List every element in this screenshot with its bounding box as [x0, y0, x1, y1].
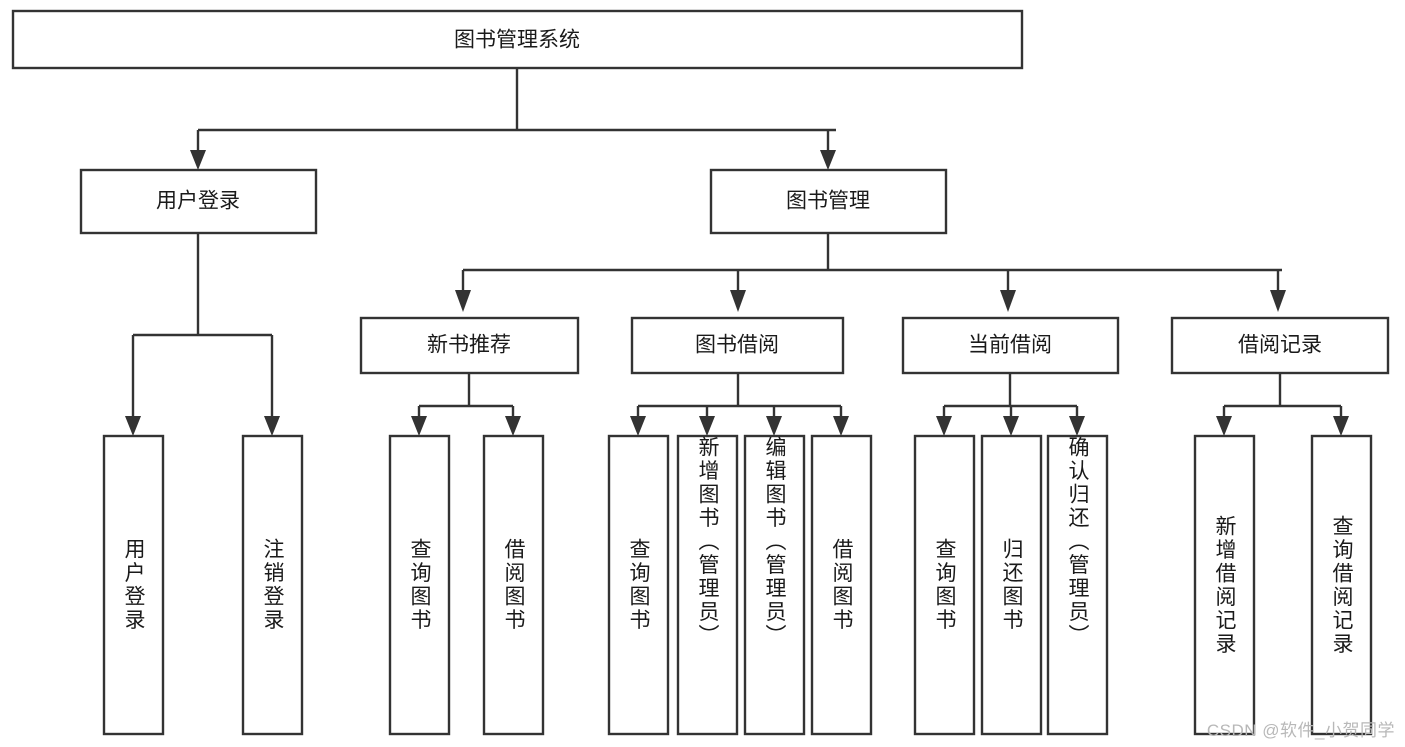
arrow-head-book-borrow [730, 290, 746, 312]
arrow-head-leaf-query-book-1 [411, 416, 427, 436]
arrow-head-leaf-return-book [1003, 416, 1019, 436]
node-label-user-login: 用户登录 [156, 190, 240, 213]
node-box-leaf-logout[interactable] [241, 434, 304, 736]
node-box-borrow-record[interactable] [1170, 316, 1390, 375]
arrow-head-new-book-recommend [455, 290, 471, 312]
connector-group-root-to-level2 [190, 68, 836, 170]
node-box-book-management[interactable] [709, 168, 948, 235]
arrow-head-leaf-query-book-2 [630, 416, 646, 436]
connector-group-current-borrow-to-leaves [936, 373, 1085, 436]
arrow-head-leaf-borrow-book-1 [505, 416, 521, 436]
connector-group-book-mgmt-to-level3 [455, 233, 1286, 312]
arrow-head-leaf-user-login [125, 416, 141, 436]
arrow-head-leaf-query-book-3 [936, 416, 952, 436]
arrow-head-leaf-edit-book [766, 416, 782, 436]
node-box-current-borrow[interactable] [901, 316, 1120, 375]
arrow-head-user-login [190, 150, 206, 170]
node-label-new-book-recommend: 新书推荐 [427, 334, 511, 357]
node-box-leaf-confirm-return[interactable] [1046, 434, 1109, 736]
arrow-head-leaf-query-record [1333, 416, 1349, 436]
arrow-head-leaf-confirm-return [1069, 416, 1085, 436]
connector-group-new-book-recommend-to-leaves [411, 373, 521, 436]
node-box-leaf-add-book[interactable] [676, 434, 739, 736]
node-label-current-borrow: 当前借阅 [968, 334, 1052, 357]
node-box-leaf-query-book-2[interactable] [607, 434, 670, 736]
node-box-leaf-borrow-book-2[interactable] [810, 434, 873, 736]
connector-group-book-borrow-to-leaves [630, 373, 849, 436]
arrow-head-leaf-borrow-book-2 [833, 416, 849, 436]
connector-group-user-login-to-leaves [125, 233, 280, 436]
arrow-head-leaf-add-book [699, 416, 715, 436]
arrow-head-leaf-add-record [1216, 416, 1232, 436]
node-box-new-book-recommend[interactable] [359, 316, 580, 375]
node-box-root[interactable] [11, 9, 1024, 70]
arrow-head-current-borrow [1000, 290, 1016, 312]
node-box-leaf-edit-book[interactable] [743, 434, 806, 736]
node-box-leaf-query-record[interactable] [1310, 434, 1373, 736]
node-box-leaf-return-book[interactable] [980, 434, 1043, 736]
node-box-leaf-user-login[interactable] [102, 434, 165, 736]
node-box-leaf-add-record[interactable] [1193, 434, 1256, 736]
arrow-head-leaf-logout [264, 416, 280, 436]
node-box-leaf-borrow-book-1[interactable] [482, 434, 545, 736]
connector-group-borrow-record-to-leaves [1216, 373, 1349, 436]
node-label-borrow-record: 借阅记录 [1238, 334, 1322, 357]
node-box-leaf-query-book-3[interactable] [913, 434, 976, 736]
arrow-head-book-mgmt [820, 150, 836, 170]
node-label-root: 图书管理系统 [454, 29, 580, 52]
node-box-leaf-query-book-1[interactable] [388, 434, 451, 736]
node-label-book-borrow: 图书借阅 [695, 334, 779, 357]
node-label-book-management: 图书管理 [786, 190, 870, 213]
node-box-user-login[interactable] [79, 168, 318, 235]
node-box-book-borrow[interactable] [630, 316, 845, 375]
arrow-head-borrow-record [1270, 290, 1286, 312]
watermark-text: CSDN @软件_小贺同学 [1206, 721, 1395, 740]
